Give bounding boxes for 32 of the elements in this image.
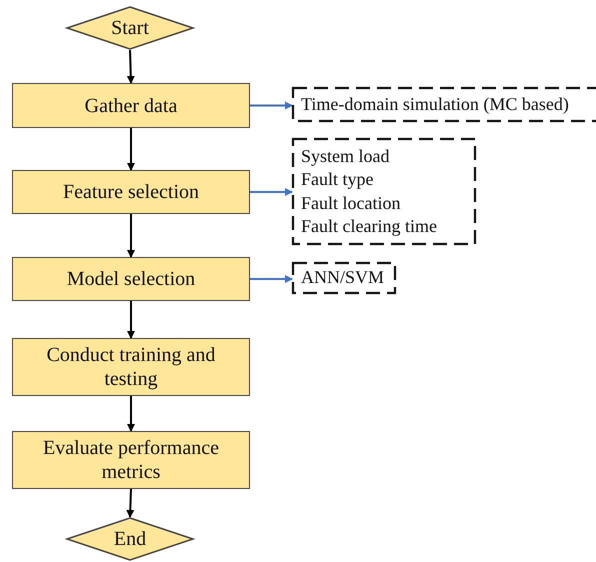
arrow [127, 214, 135, 258]
dashed-note-box [292, 138, 476, 245]
note-text: System load [301, 144, 390, 168]
process-box [12, 338, 250, 396]
arrow [126, 488, 134, 518]
terminal-diamond [66, 517, 194, 561]
arrow [127, 128, 135, 171]
step-label: End [114, 527, 146, 551]
arrow [250, 102, 293, 110]
dashed-note-box [292, 262, 396, 294]
note-text: Fault clearing time [301, 215, 437, 238]
arrow [250, 275, 293, 283]
process-box [12, 431, 250, 489]
step-label: Conduct training and testing [46, 343, 216, 391]
process-box [12, 257, 250, 301]
arrow [127, 396, 135, 432]
arrow [127, 301, 135, 339]
arrow [250, 188, 293, 196]
note-text: Fault type [301, 168, 374, 191]
arrow [126, 50, 135, 84]
note-text: Time-domain simulation (MC based) [301, 92, 569, 116]
step-label: Evaluate performance metrics [42, 436, 220, 484]
step-label: Model selection [66, 267, 196, 291]
terminal-diamond [66, 6, 194, 50]
step-label: Feature selection [62, 180, 200, 204]
process-box [12, 83, 250, 128]
step-label: Gather data [84, 94, 178, 118]
note-text: ANN/SVM [301, 266, 384, 290]
process-box [12, 170, 250, 214]
note-text: Fault location [301, 192, 400, 214]
dashed-note-box [292, 87, 596, 122]
step-label: Start [111, 16, 149, 40]
